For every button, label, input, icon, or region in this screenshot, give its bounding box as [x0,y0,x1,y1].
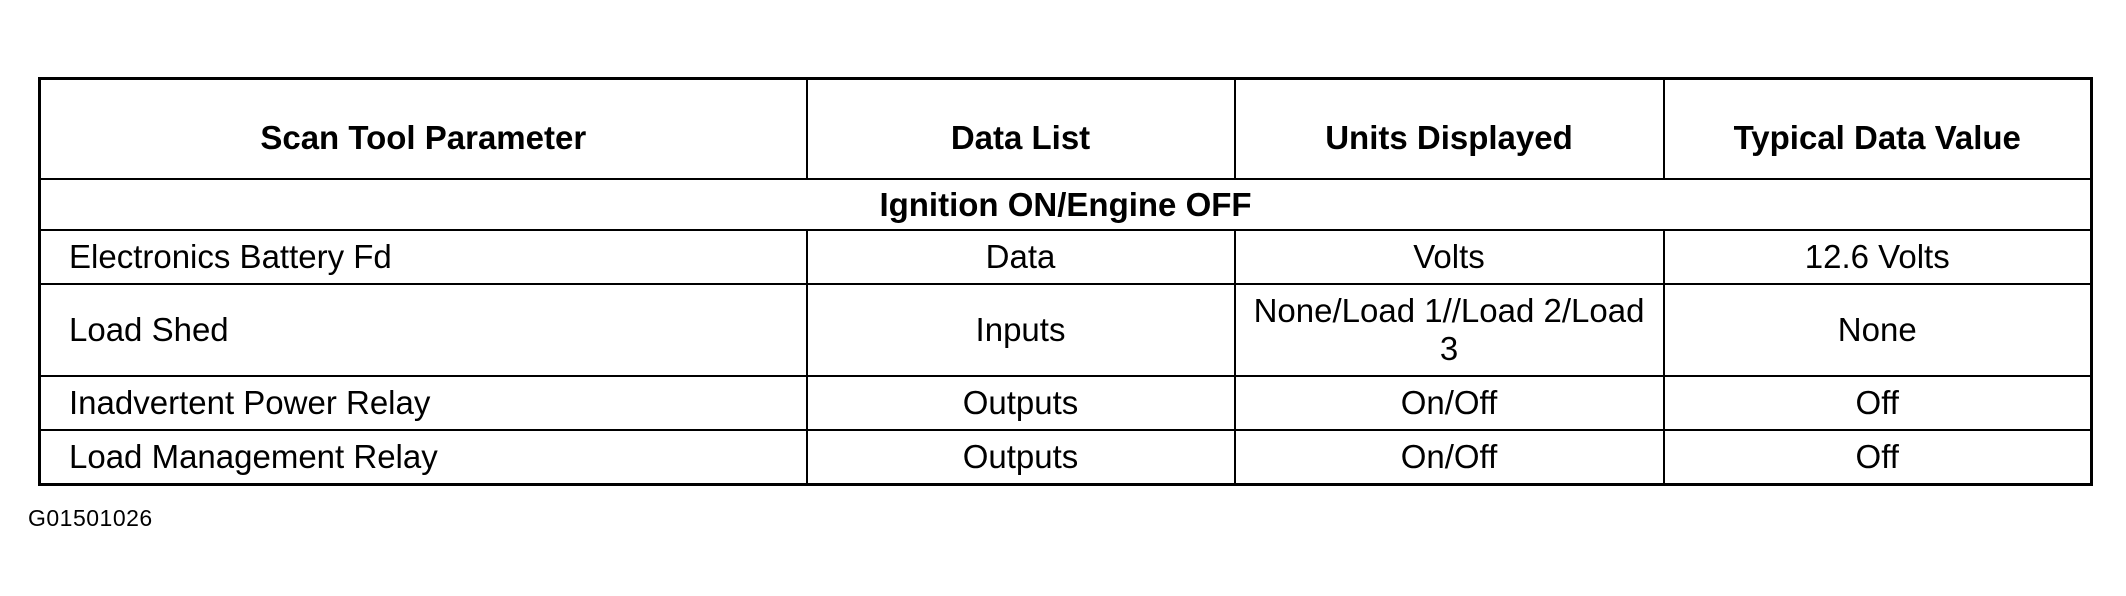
table-row: Electronics Battery Fd Data Volts 12.6 V… [38,229,2093,285]
cell-typical-value: Off [1662,375,2093,431]
cell-typical-value: None [1662,283,2093,377]
table-row: Load Shed Inputs None/Load 1//Load 2/Loa… [38,283,2093,377]
cell-units: On/Off [1233,375,1665,431]
scan-tool-table-container: Scan Tool Parameter Data List Units Disp… [38,77,2093,486]
cell-data-list: Inputs [805,283,1236,377]
header-typical-data-value: Typical Data Value [1662,77,2093,180]
cell-parameter: Electronics Battery Fd [38,229,808,285]
section-title: Ignition ON/Engine OFF [38,178,2093,231]
figure-id: G01501026 [28,505,153,531]
cell-units: On/Off [1233,429,1665,486]
header-scan-tool-parameter: Scan Tool Parameter [38,77,808,180]
cell-data-list: Outputs [805,375,1236,431]
table-header-row: Scan Tool Parameter Data List Units Disp… [38,77,2093,180]
cell-units: Volts [1233,229,1665,285]
cell-parameter: Load Management Relay [38,429,808,486]
section-row: Ignition ON/Engine OFF [38,178,2093,231]
header-data-list: Data List [805,77,1236,180]
cell-typical-value: Off [1662,429,2093,486]
header-units-displayed: Units Displayed [1233,77,1665,180]
table-row: Inadvertent Power Relay Outputs On/Off O… [38,375,2093,431]
cell-parameter: Load Shed [38,283,808,377]
cell-parameter: Inadvertent Power Relay [38,375,808,431]
table-row: Load Management Relay Outputs On/Off Off [38,429,2093,486]
scan-tool-data-table: Scan Tool Parameter Data List Units Disp… [38,77,2093,486]
cell-data-list: Data [805,229,1236,285]
cell-data-list: Outputs [805,429,1236,486]
cell-typical-value: 12.6 Volts [1662,229,2093,285]
cell-units: None/Load 1//Load 2/Load 3 [1233,283,1665,377]
